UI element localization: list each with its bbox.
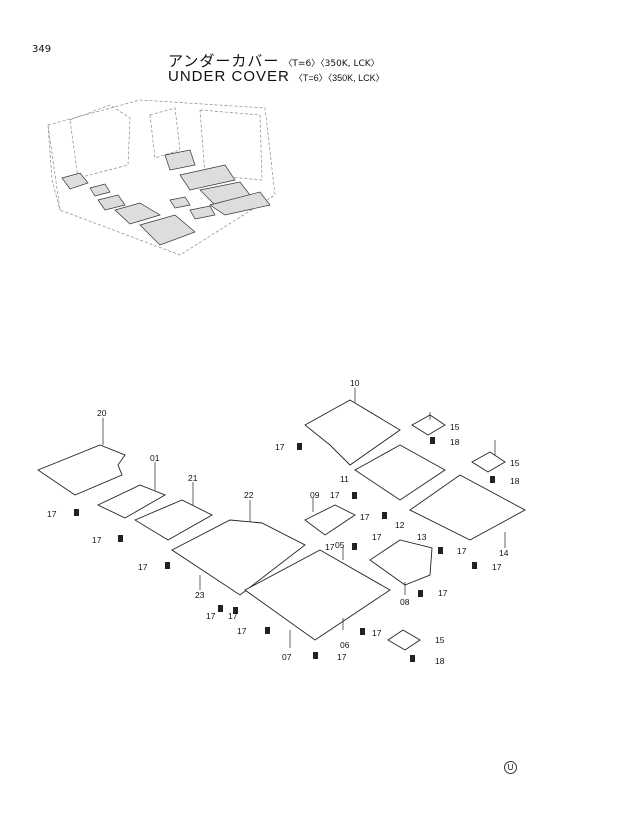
overview-panels: [61, 149, 271, 246]
label-17-l: 17: [438, 588, 448, 598]
label-05: 05: [335, 540, 345, 550]
label-17-p: 17: [337, 652, 347, 662]
label-23: 23: [195, 590, 205, 600]
title-english: UNDER COVER〈T=6〉〈350K, LCK〉: [168, 68, 385, 85]
plate-13: [409, 474, 526, 541]
spec-jp: 〈T=6〉〈350K, LCK〉: [283, 59, 380, 69]
label-18-b: 18: [510, 476, 520, 486]
label-09: 09: [310, 490, 320, 500]
label-17-i: 17: [360, 512, 370, 522]
label-18-a: 18: [450, 437, 460, 447]
title-jp-text: アンダーカバー: [168, 52, 280, 70]
plate-15-b: [471, 451, 506, 473]
plate-05: [244, 549, 391, 641]
label-01: 01: [150, 453, 160, 463]
label-17-d: 17: [206, 611, 216, 621]
plate-20: [37, 444, 126, 496]
label-20: 20: [97, 408, 107, 418]
page-number: 349: [32, 44, 52, 55]
label-17-e: 17: [228, 611, 238, 621]
label-15-a: 15: [450, 422, 460, 432]
label-14: 14: [499, 548, 509, 558]
label-15-c: 15: [435, 635, 445, 645]
plate-22: [171, 519, 306, 596]
label-21: 21: [188, 473, 198, 483]
label-17-o: 17: [372, 628, 382, 638]
title-en-text: UNDER COVER: [168, 68, 290, 85]
machine-overview: [47, 99, 276, 256]
label-08: 08: [400, 597, 410, 607]
label-17-k: 17: [325, 542, 335, 552]
label-17-a: 17: [47, 509, 57, 519]
label-15-b: 15: [510, 458, 520, 468]
label-17-j: 17: [372, 532, 382, 542]
label-17-c: 17: [138, 562, 148, 572]
label-17-f: 17: [237, 626, 247, 636]
label-06: 06: [340, 640, 350, 650]
label-07: 07: [282, 652, 292, 662]
label-17-h: 17: [330, 490, 340, 500]
label-12: 12: [395, 520, 405, 530]
label-18-c: 18: [435, 656, 445, 666]
plate-15-c: [387, 629, 421, 651]
corner-mark: U: [504, 761, 517, 774]
part-labels: 20 01 21 22 23 09 05 06 07 08 10 11 12 1…: [47, 378, 520, 666]
plate-11: [354, 444, 446, 501]
label-17-b: 17: [92, 535, 102, 545]
label-22: 22: [244, 490, 254, 500]
leader-lines: [102, 388, 506, 648]
plate-08: [369, 539, 433, 586]
label-13: 13: [417, 532, 427, 542]
plate-01: [96, 484, 167, 519]
label-17-n: 17: [492, 562, 502, 572]
plate-10: [304, 399, 401, 466]
label-17-m: 17: [457, 546, 467, 556]
label-17-g: 17: [275, 442, 285, 452]
plates: [37, 399, 526, 651]
bolts: [74, 437, 495, 662]
spec-en: 〈T=6〉〈350K, LCK〉: [293, 73, 385, 83]
label-11: 11: [340, 474, 349, 484]
label-10: 10: [350, 378, 360, 388]
plate-09: [304, 504, 356, 536]
plate-15-a: [411, 414, 446, 436]
title-japanese: アンダーカバー〈T=6〉〈350K, LCK〉: [168, 50, 380, 71]
plate-21: [134, 499, 213, 541]
